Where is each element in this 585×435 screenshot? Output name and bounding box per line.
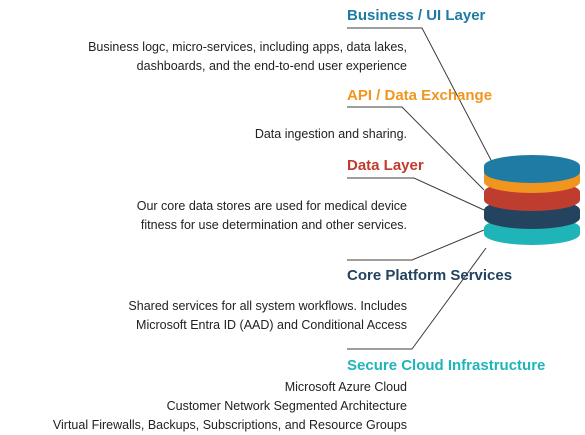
description-line: Business logc, micro-services, including… <box>88 40 407 54</box>
description-line: Microsoft Entra ID (AAD) and Conditional… <box>136 318 407 332</box>
core-layer-description: Shared services for all system workflows… <box>128 297 407 335</box>
connector-secure <box>347 247 487 350</box>
core-layer-title: Core Platform Services <box>347 267 513 284</box>
connector-core <box>347 229 485 261</box>
secure-layer-description: Microsoft Azure Cloud Customer Network S… <box>53 378 407 435</box>
layer-stack-icon <box>484 155 580 245</box>
disc-business-icon <box>484 155 580 183</box>
description-line: Virtual Firewalls, Backups, Subscription… <box>52 418 407 432</box>
description-line: Customer Network Segmented Architecture <box>166 399 407 413</box>
description-line: fitness for use determination and other … <box>140 218 407 232</box>
business-layer-description: Business logc, micro-services, including… <box>88 38 407 76</box>
data-layer-description: Our core data stores are used for medica… <box>137 197 407 235</box>
description-line: Shared services for all system workflows… <box>128 299 407 313</box>
secure-layer-title: Secure Cloud Infrastructure <box>347 357 546 374</box>
api-layer-title: API / Data Exchange <box>347 87 493 104</box>
description-line: Data ingestion and sharing. <box>254 127 407 141</box>
data-layer-title: Data Layer <box>347 157 424 174</box>
connector-data <box>347 177 485 211</box>
description-line: dashboards, and the end-to-end user expe… <box>136 59 407 73</box>
connector-business <box>347 27 493 163</box>
business-layer-title: Business / UI Layer <box>347 7 486 24</box>
description-line: Our core data stores are used for medica… <box>136 199 407 213</box>
connector-api <box>347 106 485 191</box>
description-line: Microsoft Azure Cloud <box>284 380 407 394</box>
api-layer-description: Data ingestion and sharing. <box>255 125 407 144</box>
